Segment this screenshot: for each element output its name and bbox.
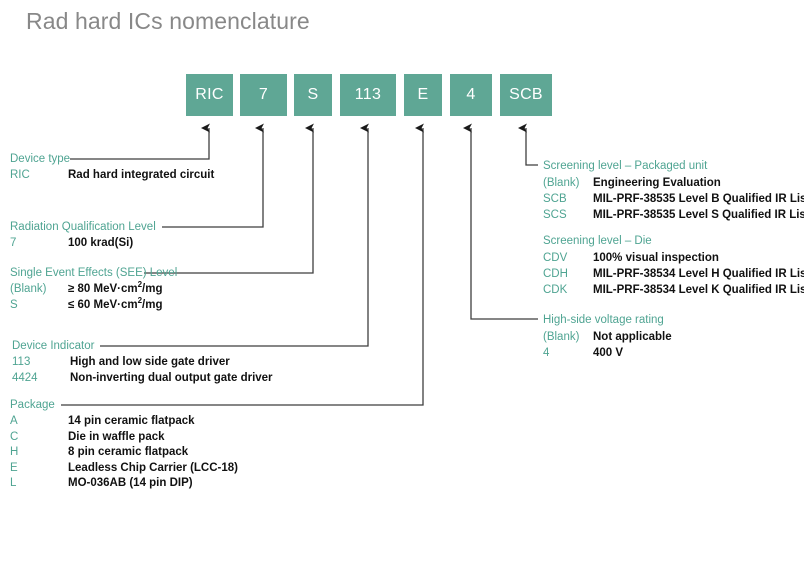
annotation-row: 4424 Non-inverting dual output gate drive… <box>12 371 273 387</box>
annotation-description: 100% visual inspection <box>593 252 719 264</box>
page-title: Rad hard ICs nomenclature <box>26 8 310 34</box>
annotation-screening-level-packaged-unit: Screening level – Packaged unit (Blank) En… <box>543 159 804 223</box>
annotation-description: MIL-PRF-38534 Level H Qualified IR List <box>593 268 804 280</box>
annotation-description: ≤ 60 MeV·cm2/mg <box>68 295 163 311</box>
annotation-row: RIC Rad hard integrated circuit <box>10 168 214 184</box>
annotation-code: 4424 <box>12 371 38 384</box>
annotation-row: (Blank) ≥ 80 MeV·cm2/mg <box>10 280 177 298</box>
annotation-row: CDH MIL-PRF-38534 Level H Qualified IR Li… <box>543 266 804 282</box>
annotation-heading: Device Indicator <box>12 340 95 352</box>
annotation-row: SCS MIL-PRF-38535 Level S Qualified IR Li… <box>543 207 804 223</box>
annotation-description: MIL-PRF-38535 Level B Qualified IR List <box>593 193 804 205</box>
annotation-code: CDK <box>543 284 568 296</box>
annotation-description: 8 pin ceramic flatpack <box>68 446 189 458</box>
annotation-code: (Blank) <box>543 331 580 343</box>
annotation-description: MO-036AB (14 pin DIP) <box>68 477 193 489</box>
code-box-package[interactable]: E <box>404 74 442 116</box>
connector-high-side-rating <box>463 123 538 320</box>
code-box-device-indicator[interactable]: 113 <box>340 74 396 116</box>
annotation-code: RIC <box>10 169 30 181</box>
annotation-heading: Screening level – Die <box>543 235 652 247</box>
annotation-description: Not applicable <box>593 331 672 343</box>
annotation-heading: High-side voltage rating <box>543 314 664 326</box>
annotation-description: MIL-PRF-38535 Level S Qualified IR List <box>593 209 804 221</box>
annotation-device-indicator: Device Indicator 113 High and low side gat… <box>12 339 273 386</box>
annotation-description: 14 pin ceramic flatpack <box>68 415 195 427</box>
annotation-description: 100 krad(Si) <box>68 237 134 249</box>
annotation-code: SCB <box>543 193 567 205</box>
code-box-device-type[interactable]: RIC <box>186 74 233 116</box>
annotation-row: CDV 100% visual inspection <box>543 250 804 266</box>
annotation-heading: Single Event Effects (SEE) Level <box>10 267 178 279</box>
annotation-code: S <box>10 298 18 311</box>
annotation-description: 400 V <box>593 347 624 359</box>
annotation-heading: Package <box>10 399 55 411</box>
annotation-code: SCS <box>543 209 567 221</box>
annotation-code: A <box>10 415 18 427</box>
annotation-code: 113 <box>12 356 31 368</box>
annotation-description: MIL-PRF-38534 Level K Qualified IR List <box>593 284 804 296</box>
annotation-description: High and low side gate driver <box>70 356 230 368</box>
annotation-row: C Die in waffle pack <box>10 430 238 446</box>
annotation-row: 4 400 V <box>543 345 672 361</box>
annotation-description: Non-inverting dual output gate driver <box>70 371 273 384</box>
annotation-row: S ≤ 60 MeV·cm2/mg <box>10 295 177 314</box>
annotation-code: 4 <box>543 347 550 359</box>
annotation-heading: Radiation Qualification Level <box>10 221 156 233</box>
code-box-high-side-rating[interactable]: 4 <box>450 74 492 116</box>
annotation-code: (Blank) <box>10 283 47 295</box>
code-box-see-level[interactable]: S <box>294 74 332 116</box>
annotation-description: Die in waffle pack <box>68 430 165 443</box>
annotation-row: SCB MIL-PRF-38535 Level B Qualified IR Li… <box>543 191 804 207</box>
annotation-description: ≥ 80 MeV·cm2/mg <box>68 280 163 295</box>
annotation-row: (Blank) Not applicable <box>543 329 672 345</box>
annotation-radiation-qualification-level: Radiation Qualification Level 7 100 krad(S… <box>10 220 156 252</box>
connector-screening-level <box>518 123 538 166</box>
annotation-row: L MO-036AB (14 pin DIP) <box>10 476 238 492</box>
annotation-single-event-effects-level: Single Event Effects (SEE) Level (Blank) ≥… <box>10 266 177 313</box>
annotation-row: (Blank) Engineering Evaluation <box>543 175 804 191</box>
annotation-row: 113 High and low side gate driver <box>12 355 273 371</box>
code-box-rad-qual-level[interactable]: 7 <box>240 74 287 116</box>
annotation-code: C <box>10 430 19 443</box>
annotation-code: (Blank) <box>543 177 580 189</box>
annotation-high-side-voltage-rating: High-side voltage rating (Blank) Not appli… <box>543 313 672 361</box>
annotation-row: CDK MIL-PRF-38534 Level K Qualified IR Li… <box>543 282 804 298</box>
annotation-code: E <box>10 461 18 474</box>
code-box-screening-level[interactable]: SCB <box>500 74 552 116</box>
annotation-description: Leadless Chip Carrier (LCC-18) <box>68 461 238 474</box>
annotation-heading: Screening level – Packaged unit <box>543 160 708 172</box>
annotation-row: 7 100 krad(Si) <box>10 236 156 252</box>
annotation-heading: Device type <box>10 153 71 165</box>
annotation-code: 7 <box>10 237 17 249</box>
connector-see-level <box>144 123 314 274</box>
annotation-row: H 8 pin ceramic flatpack <box>10 445 238 461</box>
annotation-description: Engineering Evaluation <box>593 177 721 189</box>
annotation-code: L <box>10 477 17 489</box>
annotation-code: CDV <box>543 252 568 264</box>
annotation-description: Rad hard integrated circuit <box>68 169 215 181</box>
annotation-row: A 14 pin ceramic flatpack <box>10 414 238 430</box>
annotation-code: H <box>10 446 19 458</box>
annotation-code: CDH <box>543 268 568 280</box>
annotation-row: E Leadless Chip Carrier (LCC-18) <box>10 461 238 477</box>
